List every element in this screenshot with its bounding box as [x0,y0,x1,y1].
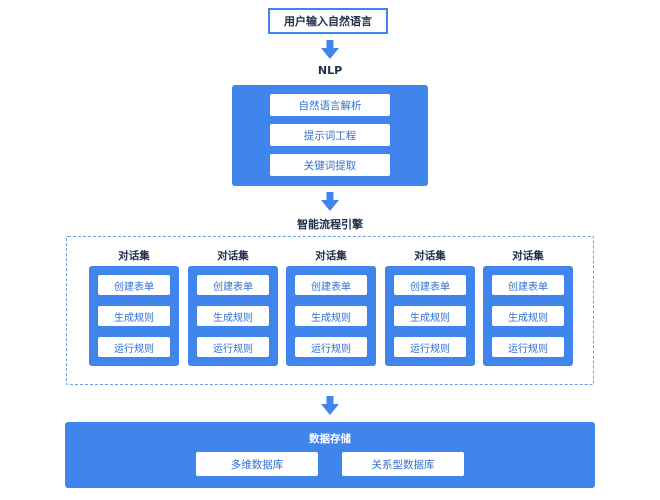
dialog-item-label: 创建表单 [410,281,450,293]
dialog-item: 运行规则 [394,337,466,357]
dialog-item: 创建表单 [492,275,564,295]
dialog-item-label: 运行规则 [213,343,253,355]
dialog-item-label: 创建表单 [114,281,154,293]
dialog-item-label: 运行规则 [508,343,548,355]
dialog-item: 生成规则 [98,306,170,326]
dialog-item-label: 创建表单 [213,281,253,293]
dialog-item: 运行规则 [98,337,170,357]
dialog-item-label: 生成规则 [213,312,253,324]
dialog-item: 运行规则 [295,337,367,357]
dialog-item-label: 运行规则 [311,343,351,355]
nlp-item: 自然语言解析 [270,94,390,116]
user-input-box: 用户输入自然语言 [268,8,388,34]
down-arrow-icon [321,396,339,415]
storage-item-label: 关系型数据库 [371,458,435,471]
down-arrow-icon [321,192,339,211]
dialog-set-title: 对话集 [414,250,446,262]
nlp-item: 关键词提取 [270,154,390,176]
dialog-set-card: 创建表单 生成规则 运行规则 [89,266,179,366]
dialog-item: 生成规则 [295,306,367,326]
dialog-set-card: 创建表单 生成规则 运行规则 [483,266,573,366]
nlp-item-label: 提示词工程 [303,129,357,142]
down-arrow-icon [321,40,339,59]
dialog-set-title: 对话集 [315,250,347,262]
dialog-sets-frame [66,236,594,385]
storage-item: 关系型数据库 [342,452,464,476]
storage-item-label: 多维数据库 [230,458,284,471]
dialog-item-label: 运行规则 [410,343,450,355]
dialog-item: 创建表单 [394,275,466,295]
dialog-item-label: 生成规则 [114,312,154,324]
dialog-item: 创建表单 [98,275,170,295]
dialog-item: 生成规则 [197,306,269,326]
dialog-item-label: 创建表单 [508,281,548,293]
dialog-set-title: 对话集 [217,250,249,262]
dialog-item-label: 生成规则 [508,312,548,324]
dialog-item-label: 生成规则 [311,312,351,324]
dialog-item: 生成规则 [492,306,564,326]
dialog-item-label: 生成规则 [410,312,450,324]
user-input-label: 用户输入自然语言 [284,15,372,28]
dialog-item: 创建表单 [295,275,367,295]
data-storage-title: 数据存储 [309,433,351,445]
nlp-item-label: 自然语言解析 [298,99,362,112]
dialog-item: 运行规则 [492,337,564,357]
dialog-item: 运行规则 [197,337,269,357]
dialog-item: 创建表单 [197,275,269,295]
dialog-set-title: 对话集 [512,250,544,262]
dialog-item-label: 创建表单 [311,281,351,293]
nlp-box: 自然语言解析 提示词工程 关键词提取 [232,85,428,186]
nlp-label: NLP [317,64,343,77]
dialog-item-label: 运行规则 [114,343,154,355]
dialog-set-card: 创建表单 生成规则 运行规则 [385,266,475,366]
nlp-item-label: 关键词提取 [303,159,357,172]
dialog-set-card: 创建表单 生成规则 运行规则 [188,266,278,366]
dialog-set-card: 创建表单 生成规则 运行规则 [286,266,376,366]
dialog-set-title: 对话集 [118,250,150,262]
engine-label: 智能流程引擎 [297,218,363,231]
storage-item: 多维数据库 [196,452,318,476]
data-storage-box: 数据存储 多维数据库 关系型数据库 [65,422,595,488]
nlp-item: 提示词工程 [270,124,390,146]
dialog-item: 生成规则 [394,306,466,326]
